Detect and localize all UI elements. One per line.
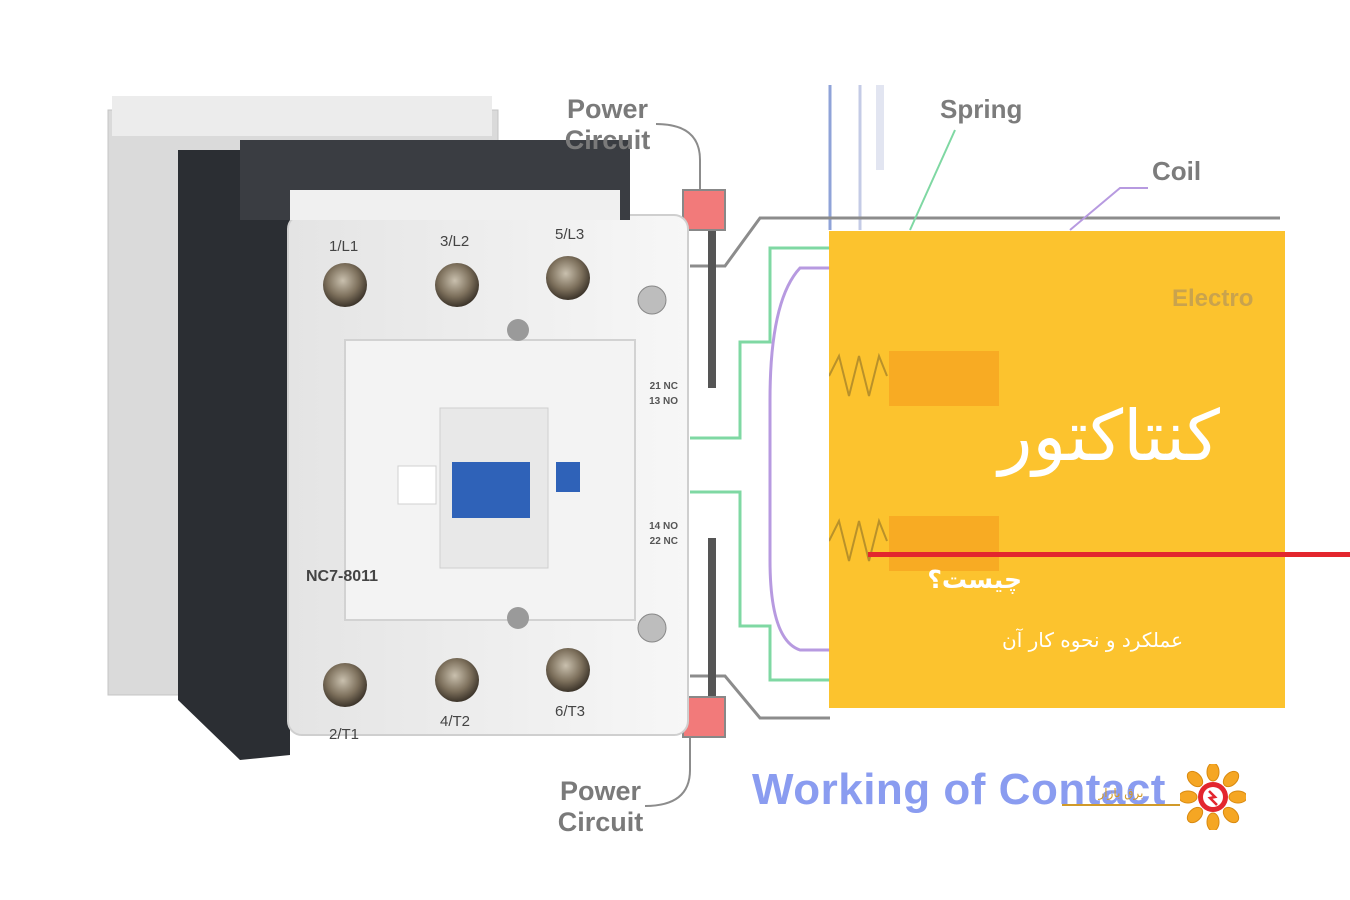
brand-text: برق بازار [1062, 786, 1180, 806]
power-contact-top [682, 189, 726, 231]
terminal-label: 1/L1 [329, 238, 359, 255]
top-cover-face [290, 190, 620, 220]
armature-block-top [889, 351, 999, 406]
model-number: NC7-8011 [306, 568, 379, 585]
page-subtitle: چیست؟ [927, 565, 1022, 594]
coil-leader-line [1069, 187, 1148, 231]
actuator-indicator [556, 462, 580, 492]
center-screw-top [507, 319, 529, 341]
screw-top-2 [435, 263, 479, 307]
screw-bottom-2 [435, 658, 479, 702]
terminal-label: 2/T1 [329, 726, 360, 743]
aux-label: 21 NC [649, 381, 678, 392]
terminal-label: 4/T2 [440, 713, 471, 730]
screw-top-3 [546, 256, 590, 300]
screw-bottom-1 [323, 663, 367, 707]
power-circuit-label-bottom: Power Circuit [557, 776, 644, 837]
spring-zigzag-top [829, 352, 888, 397]
aux-wire-top [690, 246, 830, 440]
actuator-window [397, 465, 437, 505]
terminal-label: 3/L2 [440, 233, 470, 250]
contact-bar-top [708, 228, 716, 388]
screw-top-1 [323, 263, 367, 307]
aux-label: 14 NO [649, 521, 678, 532]
sunflower-plug-icon [1180, 764, 1246, 830]
aux-label: 13 NO [649, 396, 678, 407]
aux-wire-bottom [690, 490, 830, 682]
electro-label: Electro [1172, 285, 1254, 312]
terminal-label: 6/T3 [555, 703, 586, 720]
power-wire-top [690, 216, 1280, 268]
card-schematic-overlay [829, 351, 999, 571]
screw-aux-top [637, 285, 667, 315]
coil-wire [768, 266, 830, 652]
terminal-label: 5/L3 [555, 226, 585, 243]
spring-zigzag-bottom [829, 517, 888, 562]
aux-label: 22 NC [649, 536, 678, 547]
center-screw-bottom [507, 607, 529, 629]
title-card [829, 231, 1285, 708]
screw-aux-bottom [637, 613, 667, 643]
side-housing [178, 150, 290, 760]
armature-block-bottom [889, 516, 999, 571]
screw-bottom-3 [546, 648, 590, 692]
contactor-device [107, 96, 689, 760]
power-circuit-label-top: Power Circuit [564, 94, 651, 155]
page-title: کنتاکتور [998, 395, 1220, 477]
power-wire-bottom [690, 674, 830, 720]
spring-label: Spring [940, 94, 1023, 124]
power-leader-bottom [644, 736, 691, 807]
spring-leader-line [909, 129, 956, 231]
power-leader-top [655, 123, 701, 190]
page-description: عملکرد و نحوه کار آن [1002, 628, 1183, 652]
din-base-top [112, 96, 492, 136]
actuator-blue-slider [452, 462, 530, 518]
accent-divider [868, 552, 1350, 557]
coil-label: Coil [1152, 156, 1202, 186]
contact-bar-bottom [708, 538, 716, 698]
